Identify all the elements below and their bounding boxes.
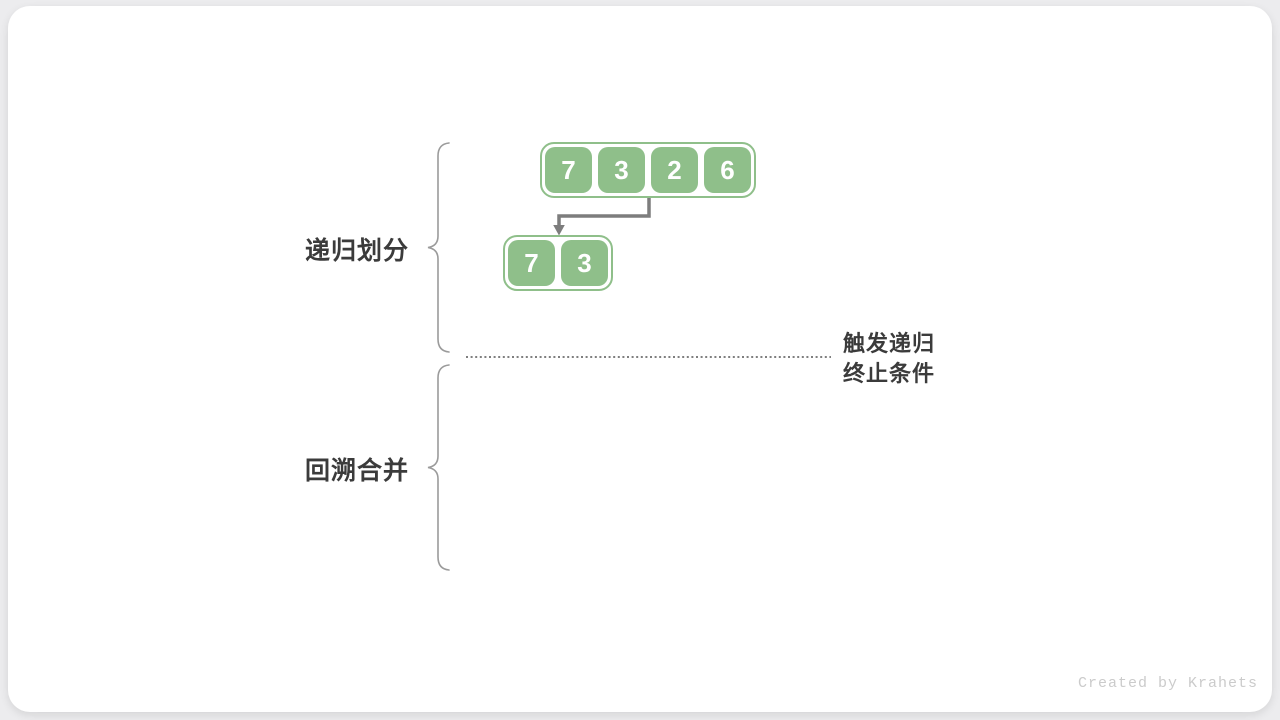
- array-cell: 7: [508, 240, 555, 286]
- array-cell: 3: [561, 240, 608, 286]
- base-case-annotation: 触发递归 终止条件: [843, 329, 935, 389]
- array-cell: 6: [704, 147, 751, 193]
- array-cell: 2: [651, 147, 698, 193]
- section-label-recursive-divide: 递归划分: [305, 237, 410, 265]
- annotation-line-2: 终止条件: [843, 361, 936, 386]
- watermark-credit: Created by Krahets: [1078, 675, 1259, 692]
- array-cell: 3: [598, 147, 645, 193]
- annotation-line-1: 触发递归: [843, 331, 936, 356]
- array-cell: 7: [545, 147, 592, 193]
- array-level2: 7 3: [503, 235, 613, 291]
- section-label-backtrack-merge: 回溯合并: [305, 457, 410, 485]
- canvas-card: [8, 6, 1272, 712]
- array-level1: 7 3 2 6: [540, 142, 756, 198]
